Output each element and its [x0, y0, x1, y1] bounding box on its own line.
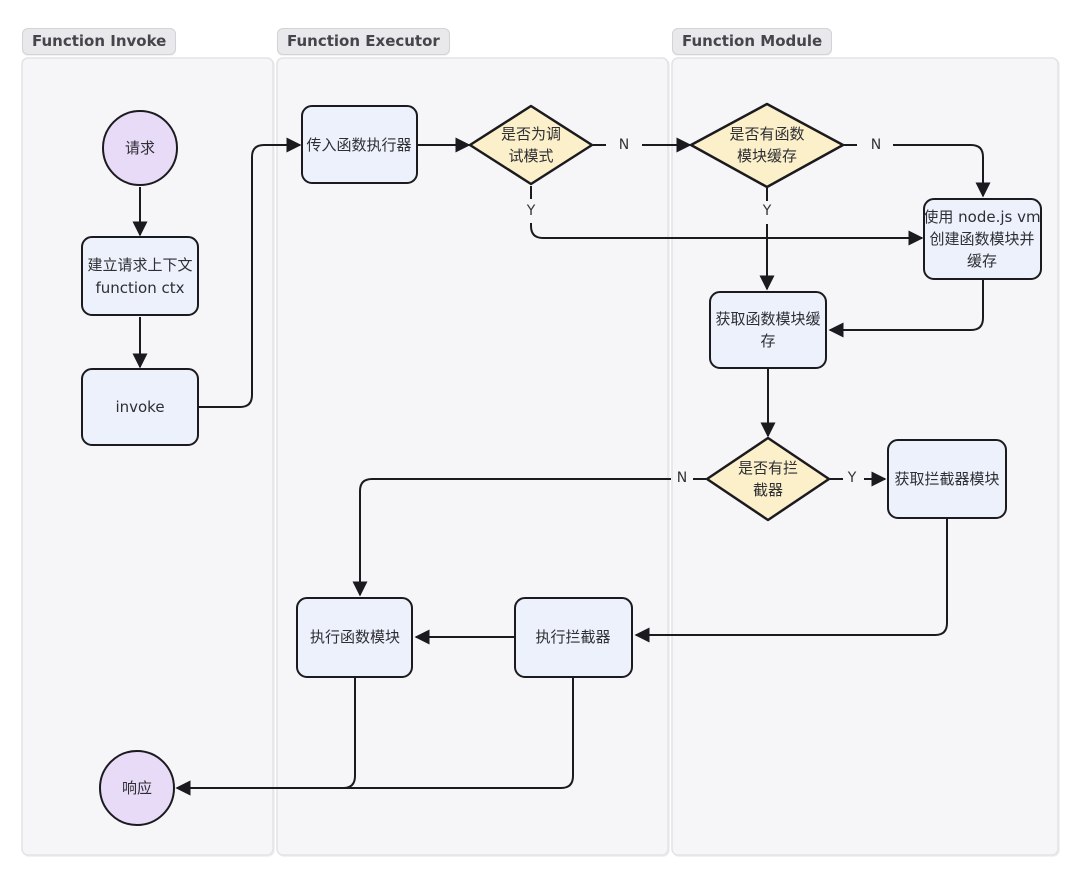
node-execmodule: 执行函数模块 — [296, 597, 413, 678]
edge-interceptor-n-to-execmodule — [352, 478, 671, 597]
node-interceptor-shape — [705, 436, 831, 522]
node-invoke: invoke — [81, 368, 199, 446]
node-getcache: 获取函数模块缓 存 — [709, 291, 827, 369]
lane-badge-function-executor: Function Executor — [277, 28, 450, 55]
node-response-shape — [99, 750, 175, 826]
edges — [132, 137, 991, 796]
node-execinterceptor-label: 执行拦截器 — [535, 628, 610, 646]
node-getcache-shape — [709, 291, 827, 369]
node-executor: 传入函数执行器 — [301, 105, 418, 184]
node-executor-shape — [301, 105, 418, 184]
edge-label-cache-y: Y — [762, 203, 772, 219]
node-getinterceptor: 获取拦截器模块 — [887, 439, 1007, 519]
node-cache-line2: 模块缓存 — [737, 147, 797, 165]
edge-debug-y-to-vm — [530, 223, 924, 246]
node-debug-shape — [468, 104, 594, 186]
node-request-label: 请求 — [125, 139, 155, 157]
node-interceptor-decision: 是否有拦 截器 — [705, 436, 831, 522]
edge-label-interceptor-n: N — [677, 470, 687, 486]
node-request: 请求 — [102, 110, 178, 186]
node-request-shape — [102, 110, 178, 186]
node-ctx-shape — [81, 236, 199, 316]
node-invoke-shape — [81, 368, 199, 446]
node-getinterceptor-shape — [887, 439, 1007, 519]
node-debug-line2: 试模式 — [508, 147, 553, 165]
node-invoke-label: invoke — [115, 398, 164, 416]
edge-getinterceptor-to-execinterceptor — [634, 519, 948, 643]
node-vm-line3: 缓存 — [967, 252, 997, 270]
edge-label-debug-n: N — [619, 137, 629, 153]
node-debug-line1: 是否为调 — [501, 125, 561, 143]
node-cache-decision: 是否有函数 模块缓存 — [689, 102, 845, 189]
edge-labels: N Y N Y N Y — [526, 137, 882, 486]
node-vm-line2: 创建函数模块并 — [929, 230, 1034, 248]
node-execinterceptor: 执行拦截器 — [514, 597, 633, 678]
node-cache-line1: 是否有函数 — [729, 125, 804, 143]
node-getcache-line2: 存 — [760, 332, 775, 350]
node-interceptor-line1: 是否有拦 — [738, 459, 798, 477]
lane-badge-function-module: Function Module — [672, 28, 833, 55]
edge-invoke-to-executor — [198, 137, 302, 408]
node-response-label: 响应 — [122, 779, 152, 797]
edge-label-interceptor-y: Y — [847, 470, 857, 486]
node-execinterceptor-shape — [514, 597, 633, 678]
node-ctx-line2: function ctx — [95, 279, 184, 297]
edge-execinterceptor-to-response — [175, 678, 574, 796]
node-vm: 使用 node.js vm 创建函数模块并 缓存 — [923, 198, 1042, 280]
node-cache-shape — [689, 102, 845, 189]
edge-label-debug-y: Y — [526, 203, 536, 219]
node-vm-line1: 使用 node.js vm — [923, 208, 1040, 226]
node-execmodule-label: 执行函数模块 — [310, 628, 400, 646]
node-interceptor-line2: 截器 — [753, 481, 783, 499]
lane-badge-function-invoke: Function Invoke — [22, 28, 177, 55]
node-debug-decision: 是否为调 试模式 — [468, 104, 594, 186]
node-getinterceptor-label: 获取拦截器模块 — [894, 470, 999, 488]
node-vm-shape — [923, 198, 1042, 280]
node-execmodule-shape — [296, 597, 413, 678]
node-response: 响应 — [99, 750, 175, 826]
node-ctx-line1: 建立请求上下文 — [87, 256, 192, 274]
edge-vm-to-getcache — [828, 280, 984, 338]
node-ctx: 建立请求上下文 function ctx — [81, 236, 199, 316]
edge-execmodule-to-response — [175, 678, 356, 796]
node-executor-label: 传入函数执行器 — [306, 136, 411, 154]
edge-cache-n-to-vm — [893, 144, 991, 198]
edge-label-cache-n: N — [871, 137, 881, 153]
node-getcache-line1: 获取函数模块缓 — [715, 310, 820, 328]
